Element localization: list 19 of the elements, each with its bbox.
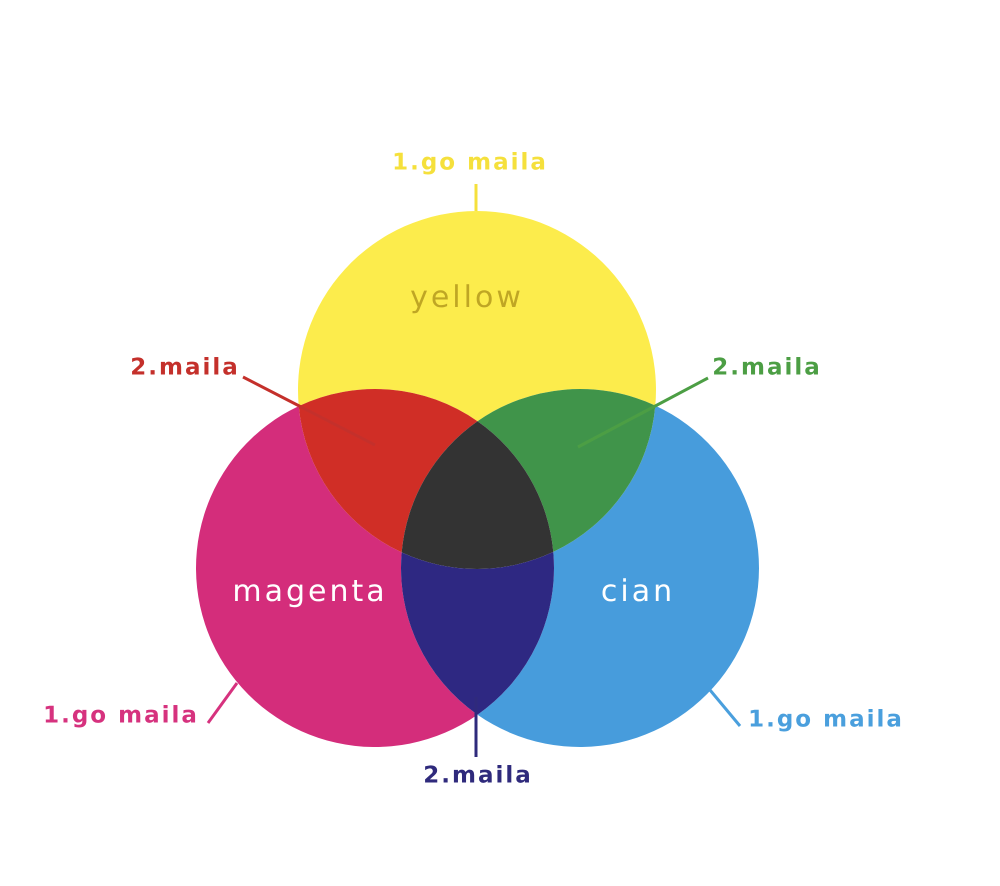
overlap-region: [402, 421, 554, 569]
overlap-region: [298, 389, 478, 552]
callout-label: 1.go maila: [748, 708, 904, 732]
circle-label: cian: [600, 576, 676, 607]
leader-line: [206, 682, 238, 724]
callout-label: 2.maila: [712, 356, 822, 380]
circle-label: magenta: [232, 576, 388, 607]
overlap-region: [478, 389, 656, 552]
callout-label: 2.maila: [130, 356, 240, 380]
leader-line: [242, 376, 376, 446]
callout-label: 1.go maila: [43, 704, 199, 728]
leader-line: [708, 689, 742, 727]
leader-line: [577, 376, 709, 448]
callout-label: 2.maila: [423, 764, 533, 788]
overlap-region: [401, 552, 554, 715]
leader-line: [474, 697, 478, 757]
circle-label: yellow: [410, 282, 524, 313]
callout-label: 1.go maila: [392, 152, 548, 174]
leader-line: [474, 184, 478, 211]
